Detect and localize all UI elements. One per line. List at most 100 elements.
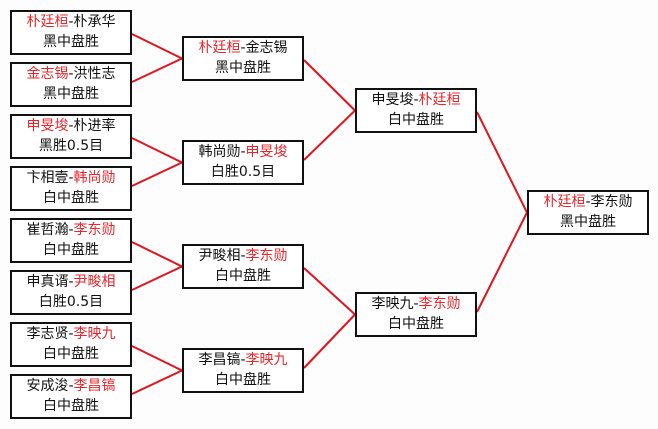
- match-players: 金志锡-洪性志: [12, 64, 130, 84]
- player-2: 韩尚勋: [73, 170, 116, 186]
- match-players: 李昌镐-李映九: [184, 350, 302, 370]
- separator: -: [68, 170, 74, 186]
- match-result: 白中盘胜: [43, 398, 99, 414]
- player-1: 安成浚: [26, 378, 69, 394]
- player-2: 李映九: [245, 352, 288, 368]
- match-result: 白中盘胜: [388, 316, 444, 332]
- connector-line: [131, 57, 183, 83]
- player-1: 韩尚勋: [198, 144, 241, 160]
- player-1: 崔哲瀚: [26, 222, 69, 238]
- player-1: 申旻埈: [26, 118, 69, 134]
- match-box: 申旻埈-朴进率黑胜0.5目: [10, 114, 132, 159]
- match-players: 韩尚勋-申旻埈: [184, 142, 302, 162]
- match-players: 申旻埈-朴廷桓: [357, 90, 475, 110]
- match-box: 朴廷桓-朴承华黑中盘胜: [10, 10, 132, 55]
- player-2: 尹畯相: [73, 274, 116, 290]
- player-1: 申旻埈: [371, 92, 414, 108]
- connector-line: [303, 109, 356, 161]
- player-1: 卞相壹: [26, 170, 69, 186]
- separator: -: [413, 296, 419, 312]
- connector-line: [131, 241, 183, 268]
- connector-line: [131, 345, 183, 372]
- match-box: 李志贤-李映九白中盘胜: [10, 322, 132, 367]
- player-2: 李东勋: [418, 296, 461, 312]
- player-1: 李志贤: [26, 326, 69, 342]
- match-result: 白中盘胜: [43, 190, 99, 206]
- match-box: 安成浚-李昌镐白中盘胜: [10, 374, 132, 419]
- match-result: 白中盘胜: [215, 268, 271, 284]
- match-box: 韩尚勋-申旻埈白胜0.5目: [182, 140, 304, 185]
- player-1: 朴廷桓: [543, 194, 586, 210]
- connector-line: [303, 59, 356, 112]
- player-2: 李东勋: [73, 222, 116, 238]
- separator: -: [240, 144, 246, 160]
- player-1: 金志锡: [26, 66, 69, 82]
- match-players: 李志贤-李映九: [12, 324, 130, 344]
- connector-line: [131, 369, 183, 395]
- connector-line: [131, 265, 183, 291]
- connector-line: [131, 137, 183, 164]
- match-players: 安成浚-李昌镐: [12, 376, 130, 396]
- separator: -: [68, 66, 74, 82]
- match-result: 黑中盘胜: [43, 34, 99, 50]
- player-1: 朴廷桓: [198, 40, 241, 56]
- separator: -: [68, 378, 74, 394]
- match-box: 申旻埈-朴廷桓白中盘胜: [355, 88, 477, 133]
- separator: -: [68, 222, 74, 238]
- player-1: 李昌镐: [198, 352, 241, 368]
- match-players: 朴廷桓-李东勋: [529, 192, 647, 212]
- match-result: 白中盘胜: [215, 372, 271, 388]
- player-2: 朴承华: [73, 14, 116, 30]
- connector-line: [131, 33, 183, 60]
- match-players: 崔哲瀚-李东勋: [12, 220, 130, 240]
- connector-line: [303, 313, 356, 369]
- match-box: 崔哲瀚-李东勋白中盘胜: [10, 218, 132, 263]
- separator: -: [68, 14, 74, 30]
- connector-line: [476, 111, 528, 213]
- match-box: 李昌镐-李映九白中盘胜: [182, 348, 304, 393]
- match-box: 申真谞-尹畯相白胜0.5目: [10, 270, 132, 315]
- match-box: 朴廷桓-金志锡黑中盘胜: [182, 36, 304, 81]
- match-result: 白中盘胜: [43, 242, 99, 258]
- match-players: 卞相壹-韩尚勋: [12, 168, 130, 188]
- match-box: 金志锡-洪性志黑中盘胜: [10, 62, 132, 107]
- match-result: 白胜0.5目: [38, 294, 104, 310]
- separator: -: [240, 40, 246, 56]
- match-box: 尹畯相-李东勋白中盘胜: [182, 244, 304, 289]
- match-players: 尹畯相-李东勋: [184, 246, 302, 266]
- player-1: 申真谞: [26, 274, 69, 290]
- player-2: 朴进率: [73, 118, 116, 134]
- player-1: 朴廷桓: [26, 14, 69, 30]
- separator: -: [585, 194, 591, 210]
- separator: -: [68, 326, 74, 342]
- match-result: 黑中盘胜: [215, 60, 271, 76]
- connector-line: [476, 212, 528, 313]
- separator: -: [240, 352, 246, 368]
- player-2: 申旻埈: [245, 144, 288, 160]
- match-result: 黑胜0.5目: [38, 138, 104, 154]
- separator: -: [240, 248, 246, 264]
- separator: -: [68, 118, 74, 134]
- match-box: 李映九-李东勋白中盘胜: [355, 292, 477, 337]
- match-result: 白胜0.5目: [210, 164, 276, 180]
- player-2: 朴廷桓: [418, 92, 461, 108]
- match-result: 白中盘胜: [388, 112, 444, 128]
- player-1: 李映九: [371, 296, 414, 312]
- match-players: 申旻埈-朴进率: [12, 116, 130, 136]
- match-box: 朴廷桓-李东勋黑中盘胜: [527, 190, 649, 235]
- match-result: 白中盘胜: [43, 346, 99, 362]
- player-2: 李映九: [73, 326, 116, 342]
- match-players: 朴廷桓-朴承华: [12, 12, 130, 32]
- connector-line: [131, 161, 183, 187]
- match-box: 卞相壹-韩尚勋白中盘胜: [10, 166, 132, 211]
- player-2: 李东勋: [590, 194, 633, 210]
- match-players: 申真谞-尹畯相: [12, 272, 130, 292]
- match-players: 朴廷桓-金志锡: [184, 38, 302, 58]
- player-1: 尹畯相: [198, 248, 241, 264]
- match-result: 黑中盘胜: [43, 86, 99, 102]
- separator: -: [413, 92, 419, 108]
- player-2: 李东勋: [245, 248, 288, 264]
- separator: -: [68, 274, 74, 290]
